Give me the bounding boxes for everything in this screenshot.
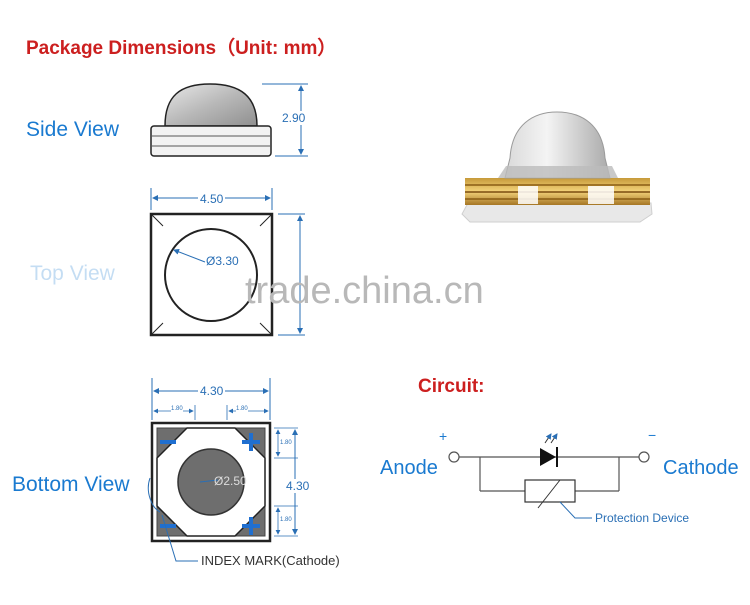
- cathode-minus: −: [648, 427, 657, 443]
- dim-pad-upper: 1.80: [280, 440, 292, 446]
- dim-side-height: 2.90: [282, 111, 306, 125]
- dim-bottom-height: 4.30: [286, 479, 310, 493]
- page-title: Package Dimensions（Unit: mm）: [26, 38, 337, 59]
- protection-device-label: Protection Device: [595, 511, 690, 525]
- top-view-drawing: [149, 188, 305, 337]
- led-photo: [461, 111, 653, 223]
- anode-plus: +: [439, 428, 448, 444]
- anode-label: Anode: [380, 457, 438, 479]
- dim-pad-right: 1.80: [236, 406, 248, 412]
- circuit-title: Circuit:: [418, 376, 485, 397]
- watermark: trade.china.cn: [245, 270, 484, 312]
- dim-top-dome: Ø3.30: [206, 254, 239, 268]
- cathode-label: Cathode: [663, 457, 739, 479]
- side-view-label: Side View: [26, 118, 120, 141]
- dim-pad-lower: 1.80: [280, 517, 292, 523]
- bottom-view-drawing: [147, 378, 298, 562]
- side-view-drawing: [150, 83, 308, 157]
- dim-bottom-center: Ø2.50: [214, 474, 247, 488]
- index-mark-label: INDEX MARK(Cathode): [201, 553, 340, 568]
- dim-bottom-width: 4.30: [198, 384, 226, 398]
- bottom-view-label: Bottom View: [12, 473, 130, 496]
- dim-pad-left: 1.80: [171, 406, 183, 412]
- dim-top-width: 4.50: [198, 192, 226, 206]
- circuit-diagram: [448, 433, 650, 519]
- top-view-label: Top View: [30, 262, 115, 285]
